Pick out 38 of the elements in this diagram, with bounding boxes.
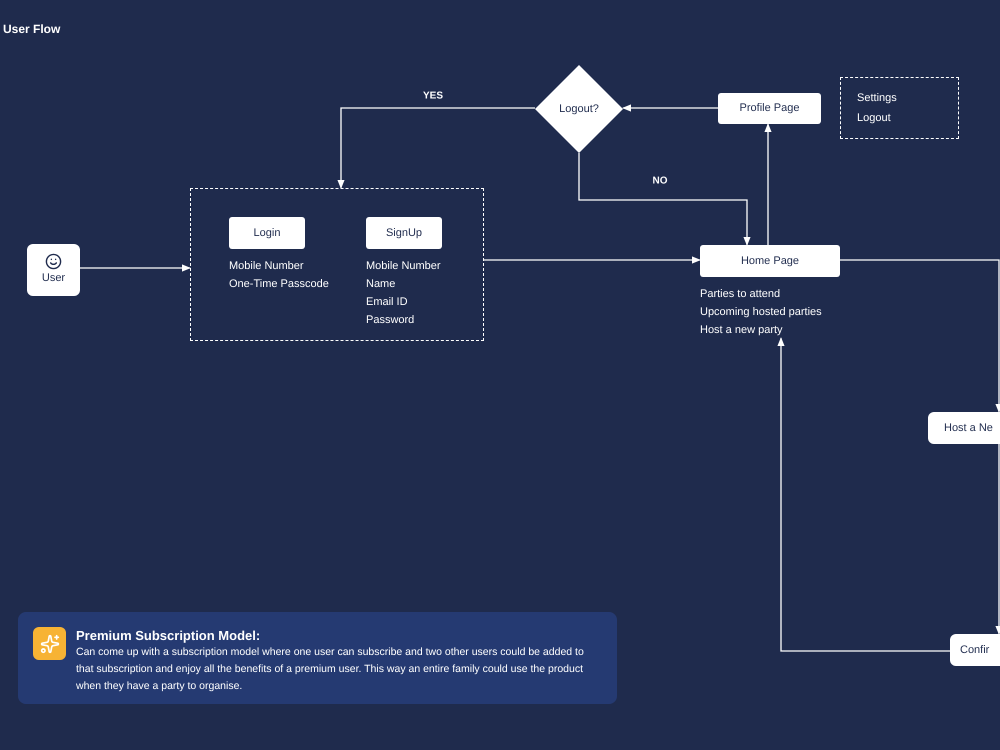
- arrow: [995, 444, 1000, 635]
- field-text: Host a new party: [700, 323, 784, 338]
- arrow: [777, 337, 950, 652]
- field-text: Password: [366, 313, 416, 328]
- arrow: [337, 107, 535, 189]
- field-text: Upcoming hosted parties: [700, 305, 823, 320]
- process-box: SignUp: [366, 217, 442, 249]
- node-label: Logout?: [559, 102, 599, 117]
- node-label: Confir: [960, 642, 990, 658]
- note-card: [18, 612, 617, 704]
- process-box: Login: [229, 217, 305, 249]
- group-box: [190, 188, 484, 341]
- field-text: Mobile Number: [229, 259, 305, 274]
- diagram-title: User Flow: [3, 21, 60, 38]
- note-heading: Premium Subscription Model:: [76, 628, 262, 644]
- node-label: Host a Ne: [944, 420, 993, 436]
- menu-item: Settings: [857, 90, 898, 106]
- menu-box: [840, 77, 959, 139]
- arrow: [622, 104, 718, 112]
- field-text: Parties to attend: [700, 287, 782, 302]
- arrow: [484, 256, 701, 264]
- arrow: [578, 153, 751, 246]
- note-text: Can come up with a subscription model where one user can subscribe and two other users could be added to that subscription and enjoy all the benefits of a premium user. This way an entire family could use the product when they have a party to organise.: [76, 645, 585, 694]
- process-box: Profile Page: [718, 93, 821, 124]
- field-text: Name: [366, 277, 396, 292]
- field-text: Email ID: [366, 295, 409, 310]
- field-text: Mobile Number: [366, 259, 442, 274]
- process-box: Home Page: [700, 245, 840, 277]
- arrow: [840, 259, 1000, 413]
- field-text: One-Time Passcode: [229, 277, 330, 292]
- decision-diamond: [535, 65, 623, 153]
- arrow: [764, 123, 772, 245]
- process-box: [928, 412, 1000, 444]
- user-card: [27, 244, 80, 296]
- menu-item: Logout: [857, 111, 892, 126]
- process-box: [950, 634, 1000, 666]
- node-label: User: [42, 271, 66, 286]
- arrow: [80, 264, 191, 272]
